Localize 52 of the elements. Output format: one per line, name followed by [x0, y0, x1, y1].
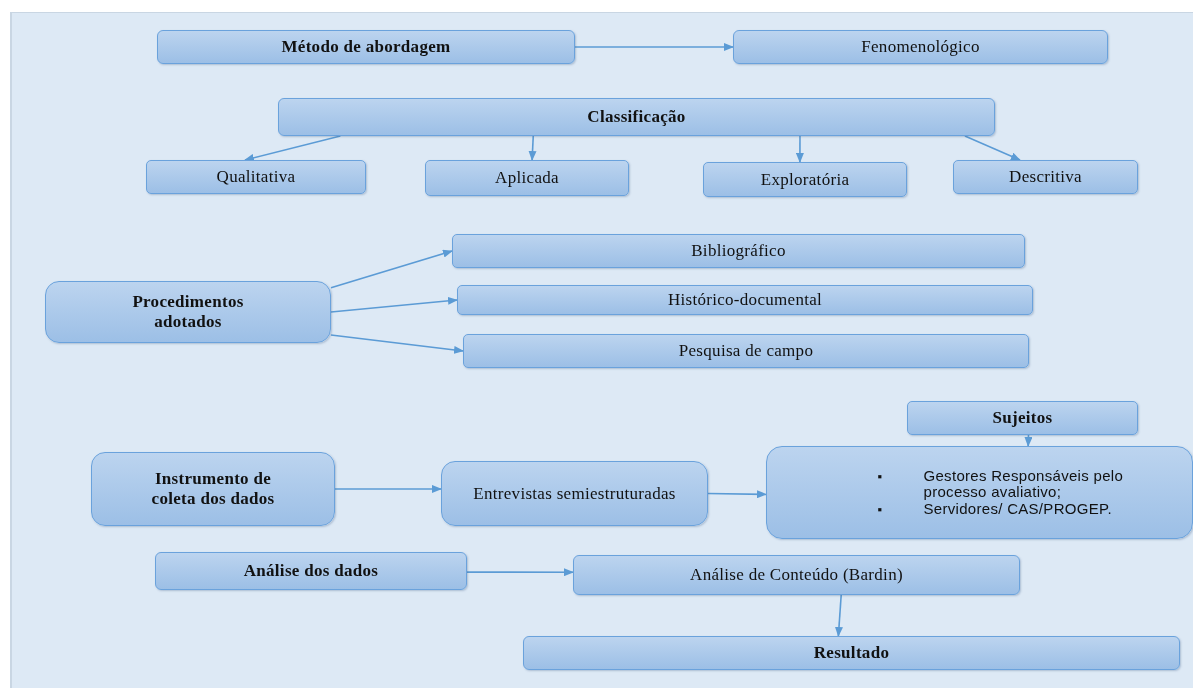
process-box — [766, 446, 1193, 539]
list-item: Gestores Responsáveis pelo processo avaliativo; — [923, 467, 1125, 501]
process-box — [523, 636, 1180, 670]
bullet-marker: ▪ — [877, 467, 884, 486]
box-label: Classificação — [587, 107, 686, 127]
box-label: Exploratória — [760, 169, 850, 190]
box-label: Análise dos dados — [243, 561, 379, 581]
process-box — [45, 281, 331, 343]
box-label: Bibliográfico — [691, 241, 786, 261]
box-label: Histórico-documental — [667, 290, 823, 310]
process-box — [425, 160, 629, 196]
box-label: Entrevistas semiestruturadas — [473, 483, 676, 504]
arrow — [574, 43, 734, 51]
process-box — [441, 461, 708, 526]
arrow — [835, 594, 843, 637]
process-box — [146, 160, 366, 194]
process-box — [155, 552, 467, 590]
box-label: Descritiva — [1009, 167, 1082, 187]
process-box — [907, 401, 1138, 435]
process-box — [278, 98, 995, 136]
box-label: Método de abordagem — [281, 37, 451, 57]
arrow — [795, 135, 804, 163]
arrow — [528, 135, 537, 161]
arrow — [334, 484, 442, 493]
arrow — [707, 490, 767, 499]
box-label: Procedimentos adotados — [131, 292, 245, 332]
process-box — [91, 452, 335, 526]
process-box — [703, 162, 907, 197]
process-box — [463, 334, 1029, 368]
box-label: Instrumento de coleta dos dados — [150, 469, 276, 509]
arrow — [330, 296, 458, 313]
box-label: Fenomenológico — [861, 37, 980, 57]
list-item: Servidores/ CAS/PROGEP. — [923, 500, 1113, 518]
box-label: Aplicada — [495, 168, 559, 188]
arrow — [244, 135, 342, 162]
arrow — [466, 568, 574, 577]
box-label: Qualitativa — [216, 167, 296, 187]
arrow — [964, 135, 1021, 161]
process-box — [457, 285, 1033, 315]
process-box — [733, 30, 1108, 64]
process-box — [452, 234, 1025, 268]
arrow — [1024, 434, 1033, 447]
arrow — [330, 334, 464, 354]
bullet-marker: ▪ — [877, 500, 884, 518]
box-label: Sujeitos — [992, 408, 1053, 428]
process-box — [573, 555, 1020, 595]
box-label: Análise de Conteúdo (Bardin) — [690, 565, 903, 585]
process-box — [953, 160, 1138, 194]
box-label: Resultado — [813, 643, 890, 663]
process-box — [157, 30, 575, 64]
box-label: Pesquisa de campo — [678, 341, 814, 361]
arrow — [330, 249, 453, 289]
